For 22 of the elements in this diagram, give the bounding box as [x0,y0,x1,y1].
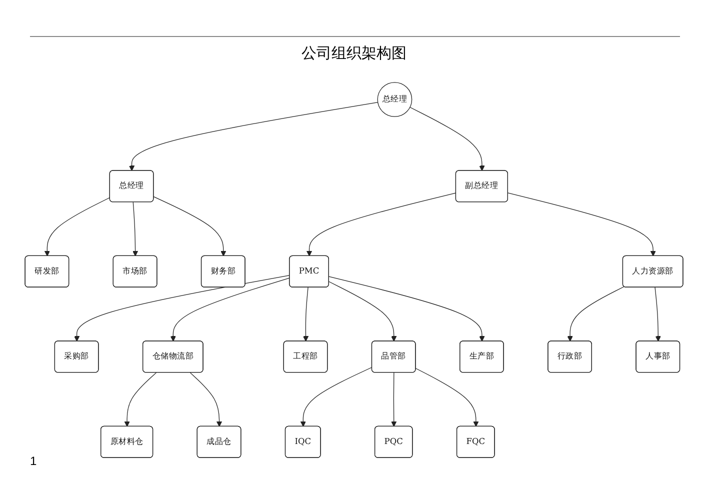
arrow [328,281,397,342]
arrow [415,368,479,427]
page-number: 1 [30,454,37,468]
arrow [44,197,110,256]
node-circle: 总经理 [377,82,412,117]
arrow [654,287,661,342]
arrow [302,287,309,342]
arrow [170,278,290,342]
arrow [567,286,624,342]
arrow [328,276,485,342]
diagram-title: 公司组织架构图 [300,44,408,63]
arrow [153,196,226,256]
arrow [129,102,378,172]
arrow [410,106,485,172]
arrow [300,366,372,427]
arrow [508,192,656,256]
arrow [391,372,397,427]
arrow [190,372,222,427]
arrow [74,275,290,342]
arrow [306,192,456,256]
arrow [124,372,157,427]
arrow [132,202,138,256]
